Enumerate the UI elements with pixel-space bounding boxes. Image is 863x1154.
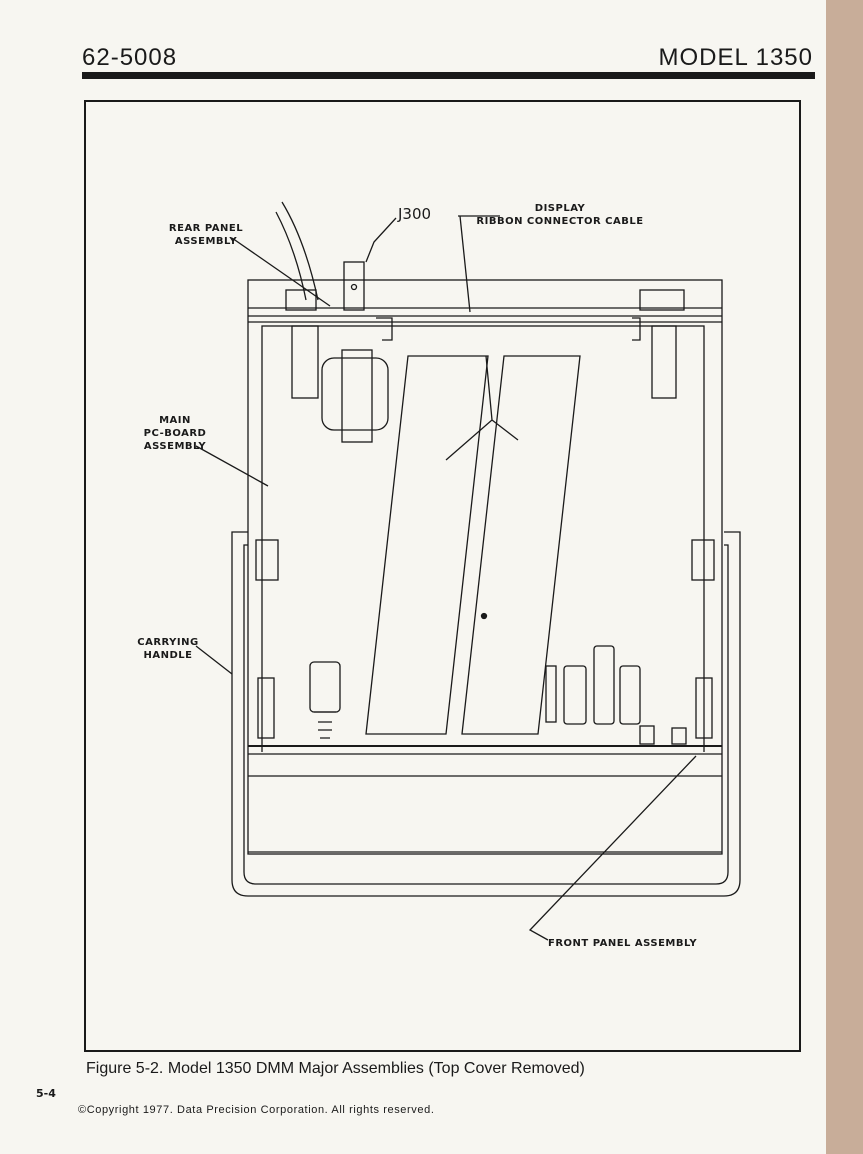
rear-panel-label: REAR PANEL ASSEMBLY bbox=[156, 222, 256, 248]
ribbon-cable-left bbox=[366, 356, 488, 734]
figure-caption: Figure 5-2. Model 1350 DMM Major Assembl… bbox=[86, 1060, 585, 1078]
carrying-handle-label: CARRYING HANDLE bbox=[118, 636, 218, 662]
ribbon-cable-right bbox=[462, 356, 580, 734]
j300-label: J300 bbox=[398, 205, 431, 223]
front-panel-label: FRONT PANEL ASSEMBLY bbox=[548, 937, 697, 950]
display-cable-label: DISPLAY RIBBON CONNECTOR CABLE bbox=[460, 202, 660, 228]
main-pc-board bbox=[262, 326, 704, 746]
page-number: 5-4 bbox=[36, 1087, 56, 1100]
chassis bbox=[248, 280, 722, 854]
copyright-notice: ©Copyright 1977. Data Precision Corporat… bbox=[78, 1104, 434, 1116]
carrying-handle bbox=[232, 532, 740, 896]
main-board-label: MAIN PC-BOARD ASSEMBLY bbox=[120, 414, 230, 453]
